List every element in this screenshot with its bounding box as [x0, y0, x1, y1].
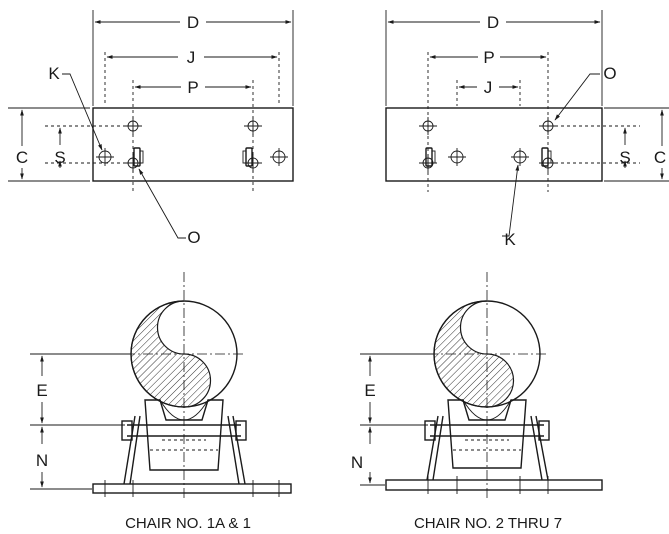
- dim-label-p: P: [187, 78, 198, 97]
- dim-label-s-right: S: [619, 148, 630, 167]
- caption-left: CHAIR NO. 1A & 1: [125, 515, 251, 532]
- right-elevation-view: E N: [351, 272, 603, 500]
- right-base: [385, 479, 603, 491]
- right-plan-view: D P J O K S: [385, 10, 669, 249]
- dim-label-n-left: N: [36, 451, 48, 470]
- dim-label-c-right: C: [654, 148, 666, 167]
- left-plan-view: D J P K O C: [8, 10, 294, 247]
- dim-label-s-left: S: [54, 148, 65, 167]
- dim-label-j-right: J: [484, 78, 493, 97]
- label-o-right: O: [603, 64, 616, 83]
- left-elevation-view: E N: [30, 272, 292, 500]
- dim-label-d-right: D: [487, 13, 499, 32]
- dim-label-d: D: [187, 13, 199, 32]
- dim-label-e-left: E: [36, 381, 47, 400]
- label-k-left: K: [48, 64, 60, 83]
- right-base-plate: [385, 107, 603, 182]
- label-o-left: O: [187, 228, 200, 247]
- left-base: [92, 483, 292, 494]
- dim-label-j: J: [187, 48, 196, 67]
- dim-label-c-left: C: [16, 148, 28, 167]
- dim-label-e-right: E: [364, 381, 375, 400]
- dim-label-n-right: N: [351, 453, 363, 472]
- left-base-plate: [92, 107, 294, 182]
- dim-label-p-right: P: [483, 48, 494, 67]
- label-k-right: K: [504, 230, 516, 249]
- caption-right: CHAIR NO. 2 THRU 7: [414, 515, 562, 532]
